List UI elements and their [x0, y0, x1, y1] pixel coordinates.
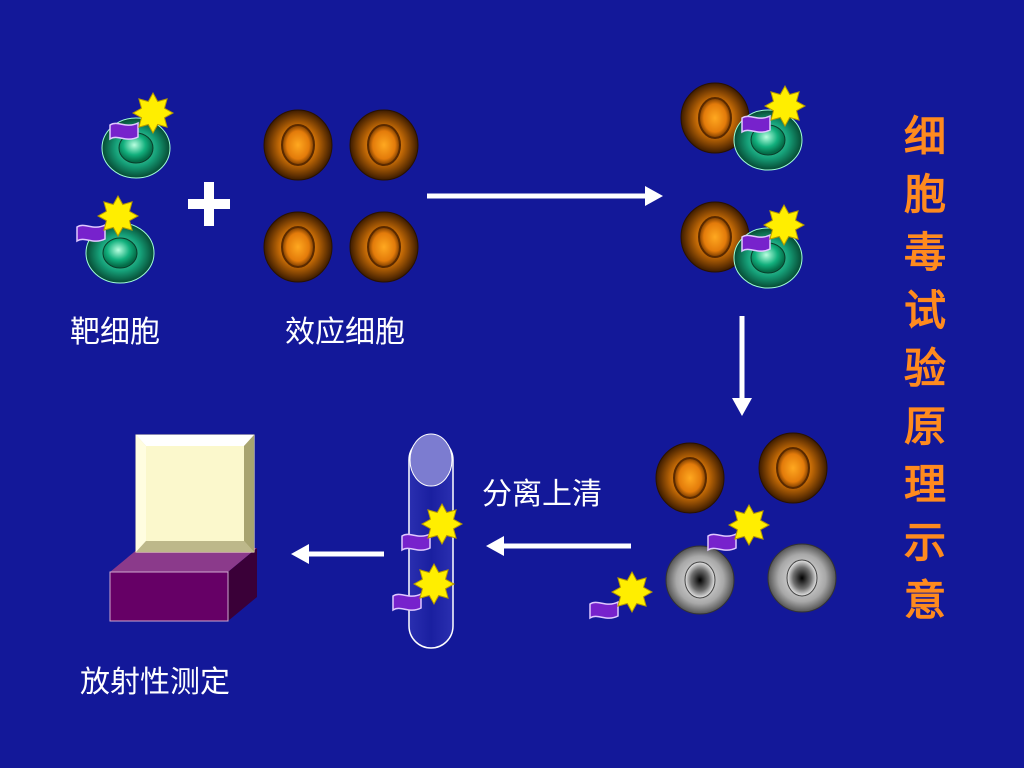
lysed-cell-nucleus — [786, 559, 818, 597]
marker-flag-icon — [392, 592, 422, 612]
screen-bevel-left — [136, 435, 146, 552]
effector-cell — [349, 211, 419, 283]
effector-cell-nucleus — [698, 97, 732, 139]
counter-screen — [146, 446, 244, 541]
counter-base-top — [110, 548, 257, 572]
effector-cell-nucleus — [281, 124, 315, 166]
effector-cell — [349, 109, 419, 181]
effector-cell-nucleus — [281, 226, 315, 268]
counter-base-side — [228, 548, 257, 621]
effector-cells-label: 效应细胞 — [285, 315, 405, 350]
arrow-head — [645, 186, 663, 206]
radioactive-label-star-icon — [420, 502, 464, 546]
effector-cell — [758, 432, 828, 504]
radioactive-label-star-icon — [763, 84, 807, 128]
title-char: 胞 — [903, 170, 946, 219]
title-char: 意 — [903, 576, 946, 625]
effector-cell — [655, 442, 725, 514]
title-char: 理 — [903, 460, 946, 509]
effector-cell — [263, 109, 333, 181]
effector-cell — [680, 201, 750, 273]
effector-cell-nucleus — [698, 216, 732, 258]
effector-cell-nucleus — [673, 457, 707, 499]
vertical-title: 细 胞 毒 试 验 原 理 示 意 — [895, 108, 955, 630]
target-cells-label: 靶细胞 — [70, 315, 160, 350]
lysed-target-cell — [665, 545, 735, 615]
title-char: 示 — [903, 518, 946, 567]
counter-base-front — [109, 571, 229, 622]
effector-cell-nucleus — [776, 447, 810, 489]
target-cell-nucleus — [102, 237, 138, 269]
title-char: 毒 — [903, 228, 946, 277]
arrow-head — [732, 398, 752, 416]
flow-arrow — [427, 186, 663, 206]
plus-icon — [204, 182, 214, 226]
radioactivity-counter — [109, 434, 257, 622]
lysed-target-cell — [767, 543, 837, 613]
lysed-cell-nucleus — [684, 561, 716, 599]
flow-arrow — [732, 316, 752, 416]
title-char: 验 — [903, 344, 946, 393]
radioactive-label-star-icon — [610, 570, 654, 614]
flow-arrow — [291, 544, 384, 564]
effector-cell — [680, 82, 750, 154]
arrow-head — [486, 536, 504, 556]
radioactive-label-star-icon — [412, 562, 456, 606]
radioactive-label-star-icon — [762, 203, 806, 247]
flow-arrow — [486, 536, 631, 556]
effector-cell-nucleus — [367, 124, 401, 166]
marker-flag-icon — [109, 121, 139, 141]
marker-flag-icon — [741, 233, 771, 253]
cell-pellet — [409, 433, 453, 487]
marker-flag-icon — [401, 532, 431, 552]
separate-supernatant-label: 分离上清 — [482, 477, 602, 512]
effector-cell — [263, 211, 333, 283]
screen-bevel-right — [244, 435, 254, 552]
marker-flag-icon — [741, 114, 771, 134]
radioactive-label-star-icon — [727, 503, 771, 547]
radioactive-label-star-icon — [96, 194, 140, 238]
marker-flag-icon — [589, 600, 619, 620]
title-char: 原 — [903, 402, 946, 451]
marker-flag-icon — [707, 532, 737, 552]
radioactive-label-star-icon — [131, 91, 175, 135]
screen-bevel-bottom — [136, 541, 254, 552]
radioactivity-measurement-label: 放射性测定 — [80, 665, 230, 700]
arrow-head — [291, 544, 309, 564]
title-char: 试 — [903, 286, 946, 335]
title-char: 细 — [903, 112, 946, 161]
effector-cell-nucleus — [367, 226, 401, 268]
marker-flag-icon — [76, 223, 106, 243]
screen-bevel-top — [136, 435, 254, 446]
